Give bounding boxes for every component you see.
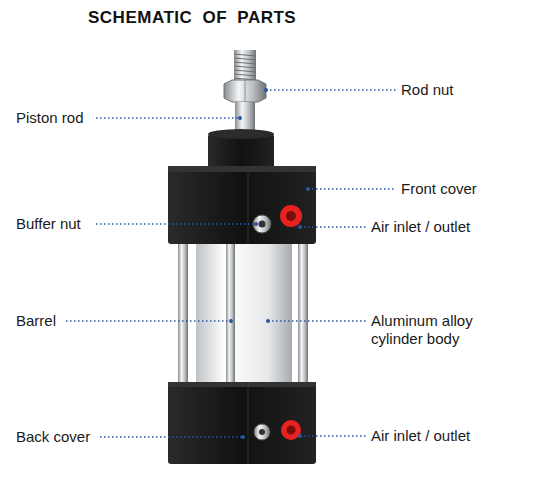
diagram-title: SCHEMATIC OF PARTS bbox=[88, 9, 296, 27]
air-port-hole bbox=[286, 211, 296, 221]
back-cover bbox=[168, 382, 316, 464]
front-cover bbox=[168, 166, 316, 244]
leader-dot bbox=[266, 319, 270, 323]
buffer-nut bbox=[254, 424, 270, 440]
part-label: Air inlet / outlet bbox=[371, 218, 470, 236]
leader-dots bbox=[229, 88, 310, 439]
leader-line bbox=[66, 320, 231, 322]
part-label: Rod nut bbox=[401, 81, 454, 99]
leader-line bbox=[300, 435, 366, 437]
cylinder bbox=[168, 50, 316, 464]
part-label: Front cover bbox=[401, 180, 477, 198]
air-port-hole bbox=[287, 426, 296, 435]
boss-top bbox=[208, 129, 274, 139]
cover-edge bbox=[248, 387, 249, 464]
part-label: Piston rod bbox=[16, 109, 84, 127]
leader-line bbox=[300, 226, 366, 228]
thread-lines bbox=[234, 54, 256, 80]
air-port bbox=[280, 205, 302, 227]
part-label: Aluminum alloy cylinder body bbox=[371, 312, 521, 348]
leader-dot bbox=[241, 435, 245, 439]
leader-line bbox=[96, 117, 240, 119]
cover-edge bbox=[248, 172, 249, 244]
leader-line bbox=[96, 223, 256, 225]
part-label: Barrel bbox=[16, 312, 56, 330]
leader-line bbox=[268, 320, 366, 322]
cylinder-body bbox=[196, 244, 292, 384]
tie-rod bbox=[226, 244, 235, 384]
buffer-nut bbox=[253, 215, 271, 233]
air-port bbox=[281, 420, 301, 440]
part-label: Buffer nut bbox=[16, 215, 81, 233]
tie-rod bbox=[298, 244, 308, 384]
leader-lines bbox=[66, 90, 396, 437]
back-cover-top bbox=[168, 382, 316, 387]
leader-dot bbox=[264, 88, 268, 92]
part-label: Air inlet / outlet bbox=[371, 427, 470, 445]
buffer-nut-hole bbox=[259, 429, 265, 435]
leader-line bbox=[266, 89, 396, 91]
front-cover-top bbox=[168, 166, 316, 172]
leader-dot bbox=[238, 116, 242, 120]
leader-dot bbox=[229, 319, 233, 323]
leader-dot bbox=[306, 187, 310, 191]
leader-line bbox=[308, 188, 396, 190]
leader-dot bbox=[298, 434, 302, 438]
nut-edge bbox=[245, 80, 246, 102]
leader-dot bbox=[254, 222, 258, 226]
part-label: Back cover bbox=[16, 428, 90, 446]
leader-line bbox=[100, 436, 243, 438]
thread bbox=[234, 50, 256, 83]
leader-dot bbox=[298, 225, 302, 229]
rod-nut bbox=[224, 80, 266, 102]
buffer-nut-hole bbox=[259, 221, 266, 228]
tie-rod bbox=[178, 244, 188, 384]
